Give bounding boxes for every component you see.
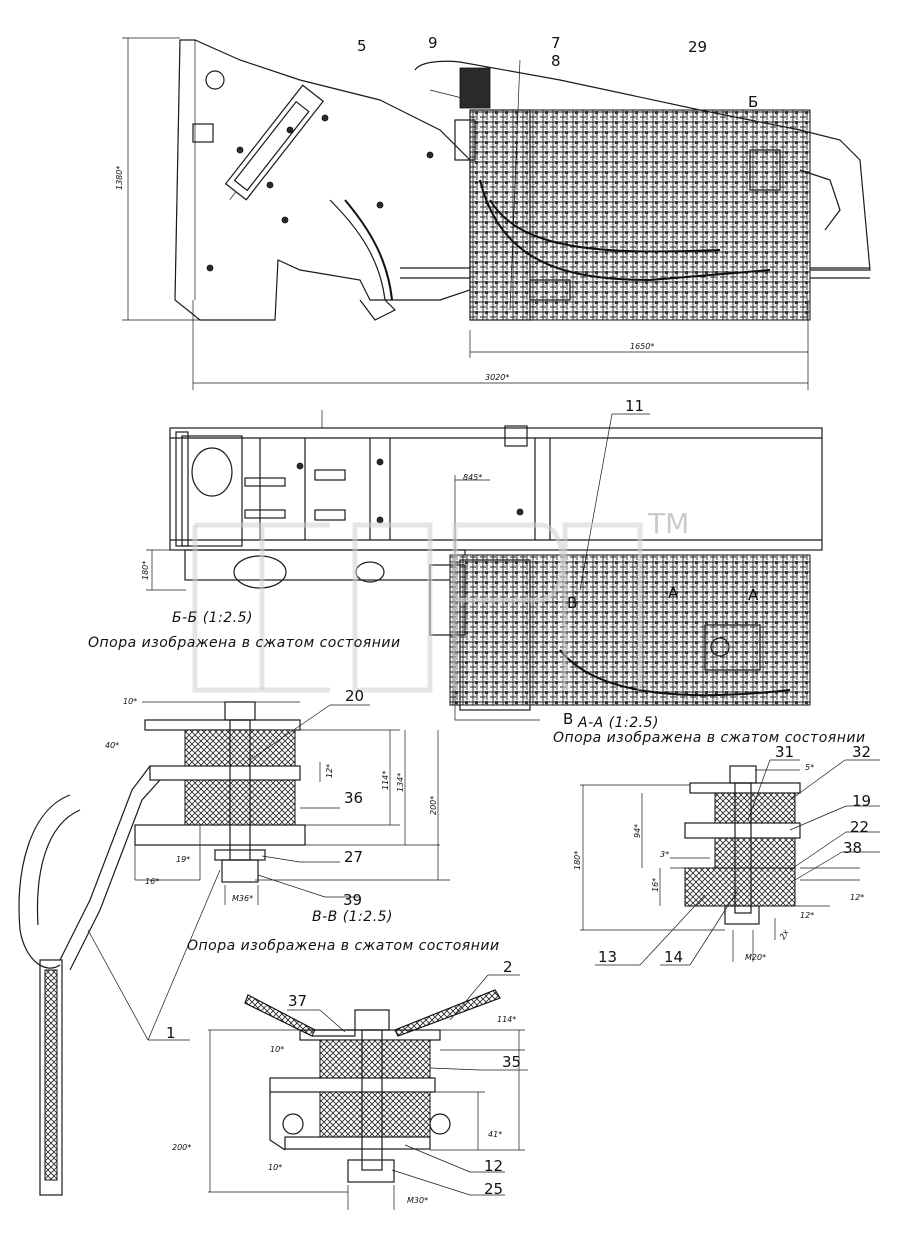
callout-14: 14 [664,948,683,966]
dim-aa-12: 12* [800,911,814,920]
section-bb-title: Б-Б (1:2.5) [172,610,253,626]
dim-bb-19: 19* [176,855,190,864]
section-aa [580,759,880,966]
dim-aa-16: 16* [651,878,660,892]
callout-38: 38 [843,839,862,857]
dim-aa-2x: 2x [778,928,791,941]
dim-aa-94: 94* [633,824,642,838]
callout-12: 12 [484,1157,503,1175]
dim-bb-10: 10* [123,697,137,706]
section-letter-v-top: В [567,594,577,612]
section-vv-title: В-В (1:2.5) [312,909,393,925]
dim-bb-m36: M36* [232,894,253,903]
callout-2: 2 [503,958,513,976]
dim-aa-5: 5* [805,763,814,772]
dim-180-frame: 180* [141,561,150,580]
dim-vv-10: 10* [270,1045,284,1054]
side-view [122,37,871,390]
callout-5: 5 [357,37,367,55]
callout-8: 8 [551,52,561,70]
callout-25: 25 [484,1180,503,1198]
dim-1380: 1380* [115,166,124,190]
dim-bb-134: 134* [396,773,405,792]
callout-29: 29 [688,38,707,56]
dim-vv-41: 41* [488,1130,502,1139]
section-letter-a-right: А [748,586,759,604]
watermark-logo [192,522,643,693]
callout-31: 31 [775,743,794,761]
dim-vv-200: 200* [172,1143,191,1152]
callout-36: 36 [344,789,363,807]
dim-aa-3: 3* [660,850,669,859]
section-vv-note: Опора изображена в сжатом состоянии [187,938,500,954]
plan-view [146,410,823,721]
section-bb-note: Опора изображена в сжатом состоянии [88,635,401,651]
callout-1: 1 [166,1024,176,1042]
callout-19: 19 [852,792,871,810]
callout-35: 35 [502,1053,521,1071]
callout-9: 9 [428,34,438,52]
section-letter-v-bottom: В [563,710,573,728]
section-aa-title: А-А (1:2.5) [577,715,659,731]
dim-bb-114: 114* [381,771,390,790]
section-bb [18,701,450,1196]
dim-bb-16: 16* [145,877,159,886]
callout-20: 20 [345,687,364,705]
dim-845: 845* [463,473,482,482]
callout-32: 32 [852,743,871,761]
dim-vv-10b: 10* [268,1163,282,1172]
watermark-tm: ТМ [647,507,689,540]
callout-13: 13 [598,948,617,966]
section-vv [208,974,528,1210]
callout-7: 7 [551,34,561,52]
dim-vv-m30: M30* [407,1196,428,1205]
section-letter-a-left: А [668,584,679,602]
dim-3020: 3020* [485,373,509,382]
dim-1650: 1650* [630,342,654,351]
dim-aa-m20: M20* [745,953,766,962]
callout-b: Б [748,93,758,111]
dim-aa-180: 180* [573,851,582,870]
callout-37: 37 [288,992,307,1010]
callout-27: 27 [344,848,363,866]
dim-bb-40: 40* [105,741,119,750]
callout-11: 11 [625,397,644,415]
dim-vv-114: 114* [497,1015,516,1024]
callout-39: 39 [343,891,362,909]
dim-bb-12: 12* [325,764,334,778]
dim-bb-200: 200* [429,796,438,815]
callout-22: 22 [850,818,869,836]
section-aa-note: Опора изображена в сжатом состоянии [553,730,866,746]
dim-aa-12-right: 12* [850,893,864,902]
